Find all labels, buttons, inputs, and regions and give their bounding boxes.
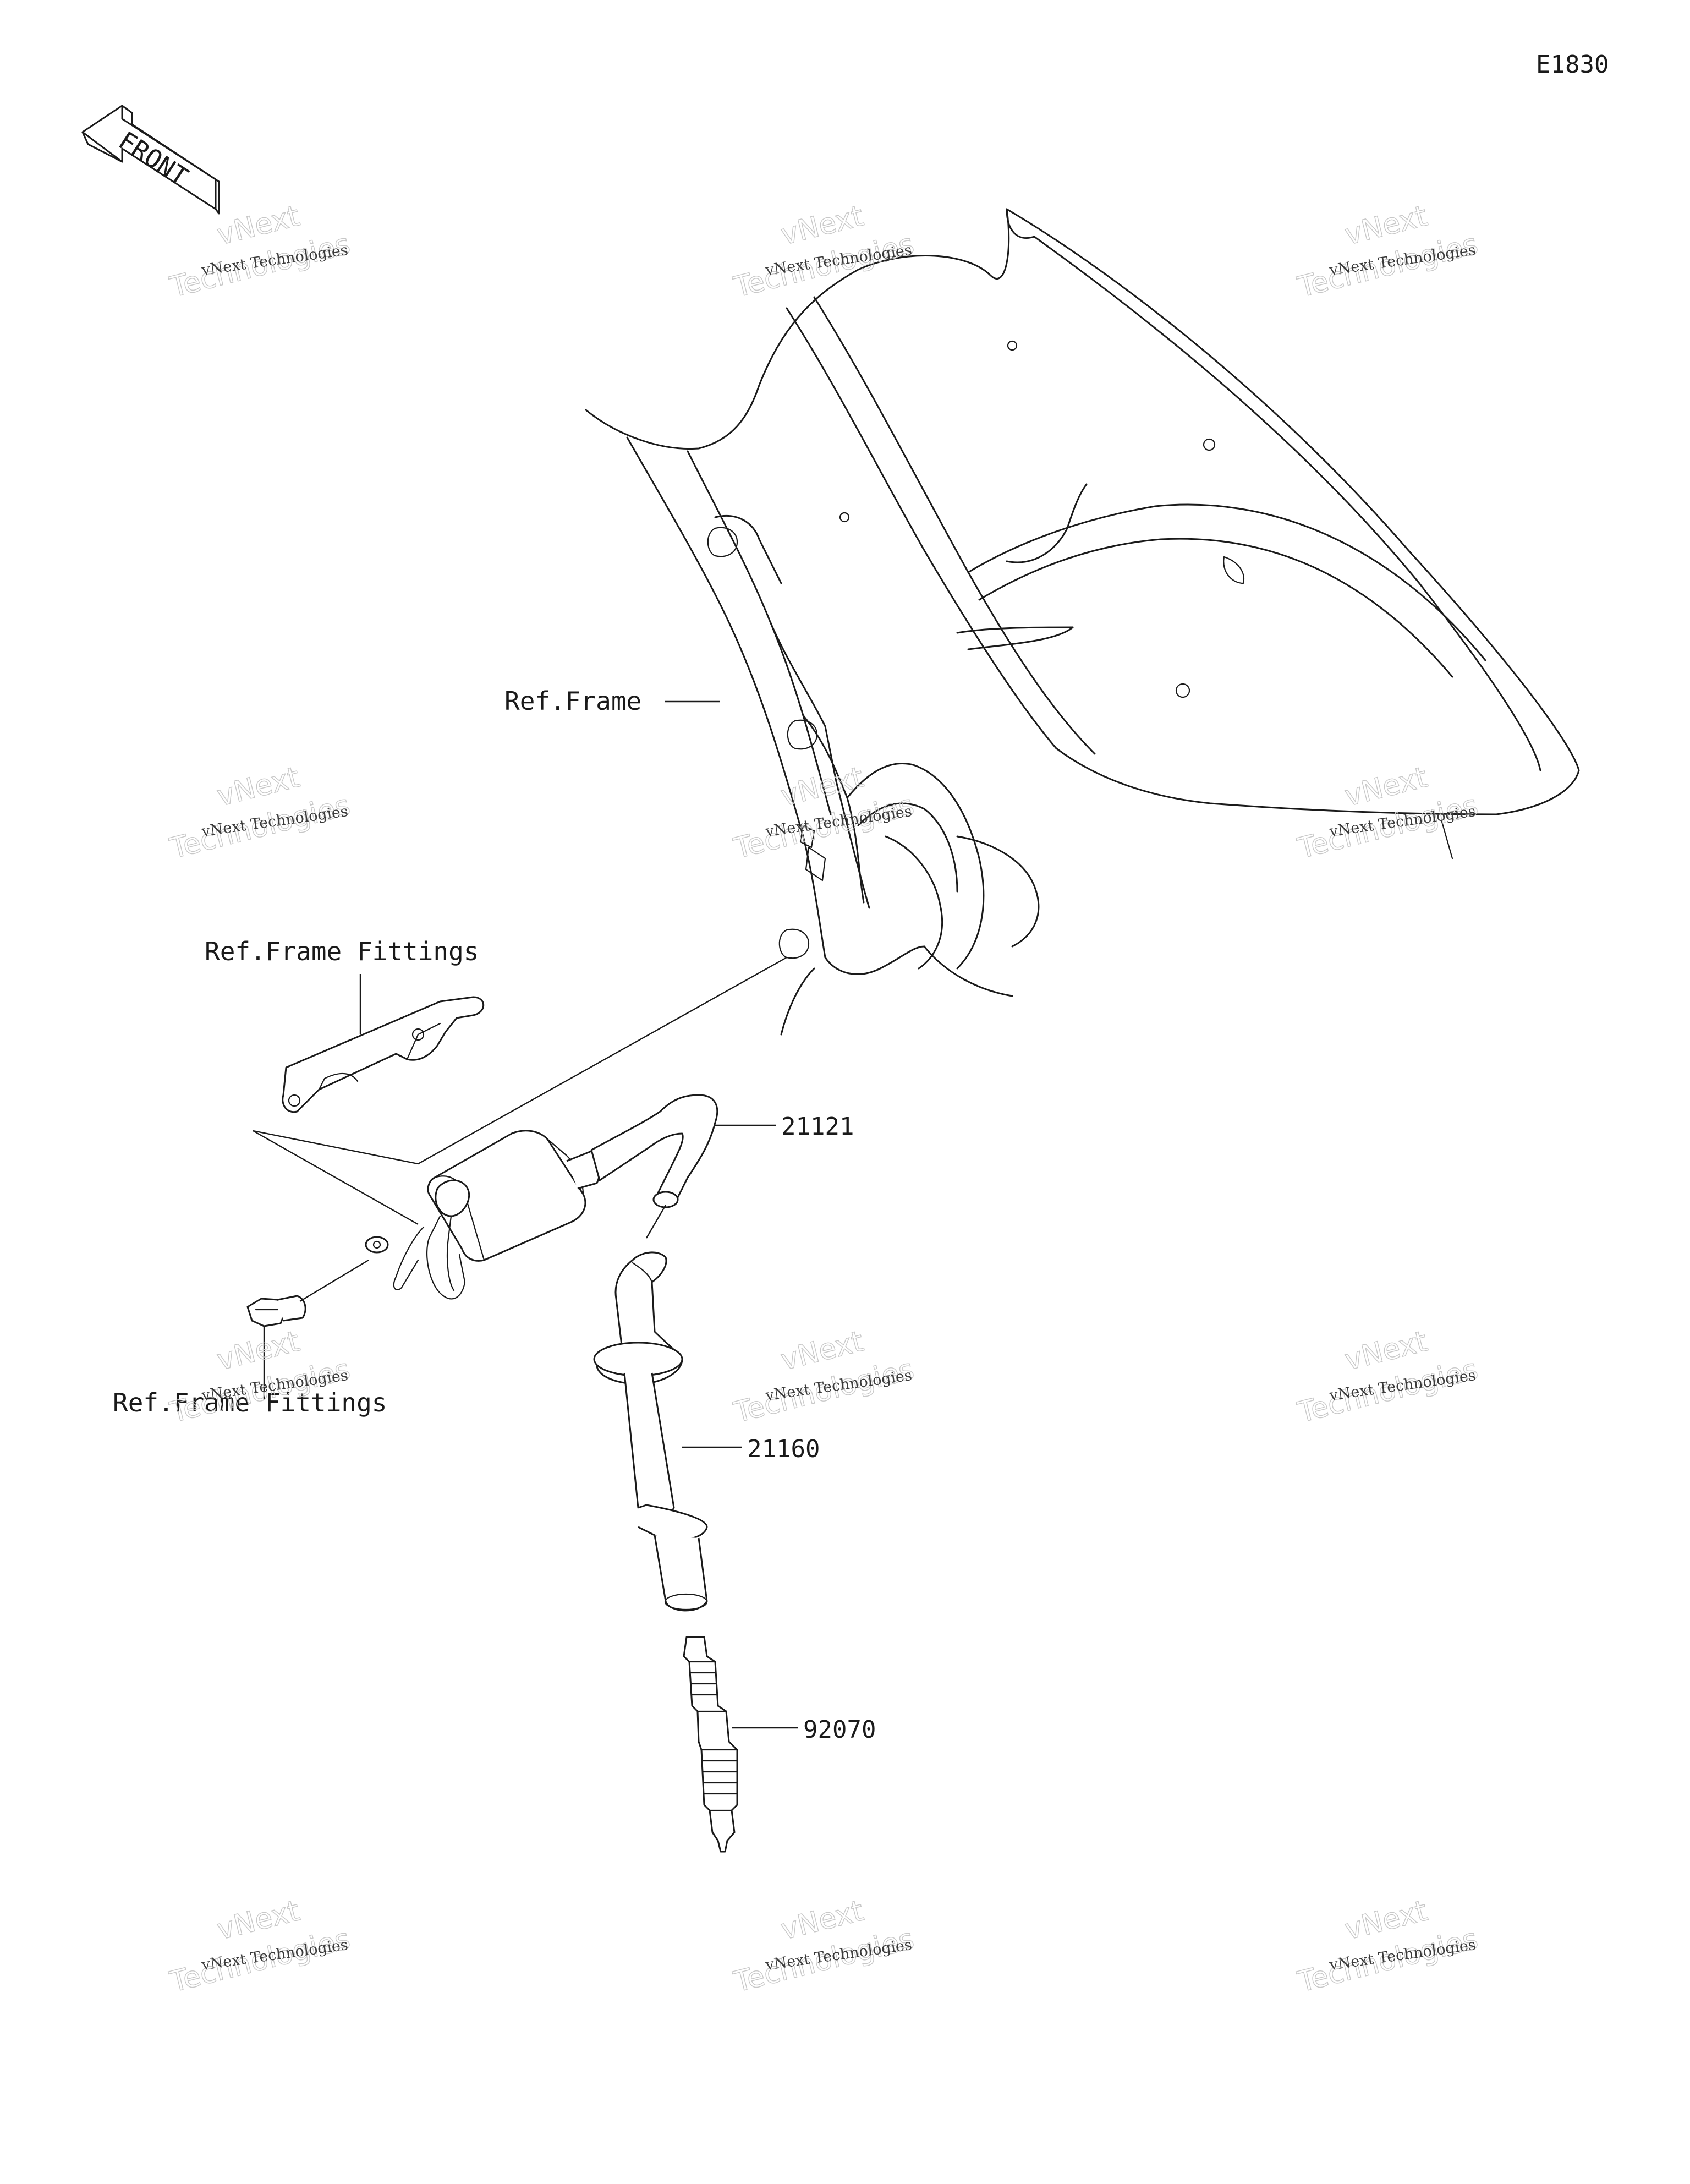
spark-plug-cap-21160: [593, 1251, 708, 1612]
ref-frame-fittings-bottom-label: Ref.Frame Fittings: [113, 1388, 387, 1417]
diagram-code: E1830: [1536, 51, 1609, 79]
ref-frame-label: Ref.Frame: [504, 686, 641, 716]
bracket-to-coil-leader: [253, 1130, 419, 1225]
spark-plug-92070: [683, 1636, 738, 1853]
frame-illustration: [585, 208, 1580, 1036]
frame-fitting-bracket: [282, 996, 485, 1113]
bolt-to-coil-leader: [299, 1259, 369, 1302]
front-label: FRONT: [113, 125, 194, 192]
part-21121-label: 21121: [781, 1113, 854, 1141]
ignition-coil-21121: [365, 1094, 718, 1300]
part-92070-label: 92070: [803, 1716, 876, 1744]
ref-frame-fittings-top-label: Ref.Frame Fittings: [205, 937, 479, 966]
mounting-bolt: [246, 1295, 306, 1327]
part-21160-label: 21160: [747, 1435, 820, 1463]
coil-to-cap-leader: [645, 1205, 667, 1239]
bracket-to-frame-leader: [253, 956, 787, 1165]
front-arrow-icon: FRONT: [81, 105, 220, 215]
